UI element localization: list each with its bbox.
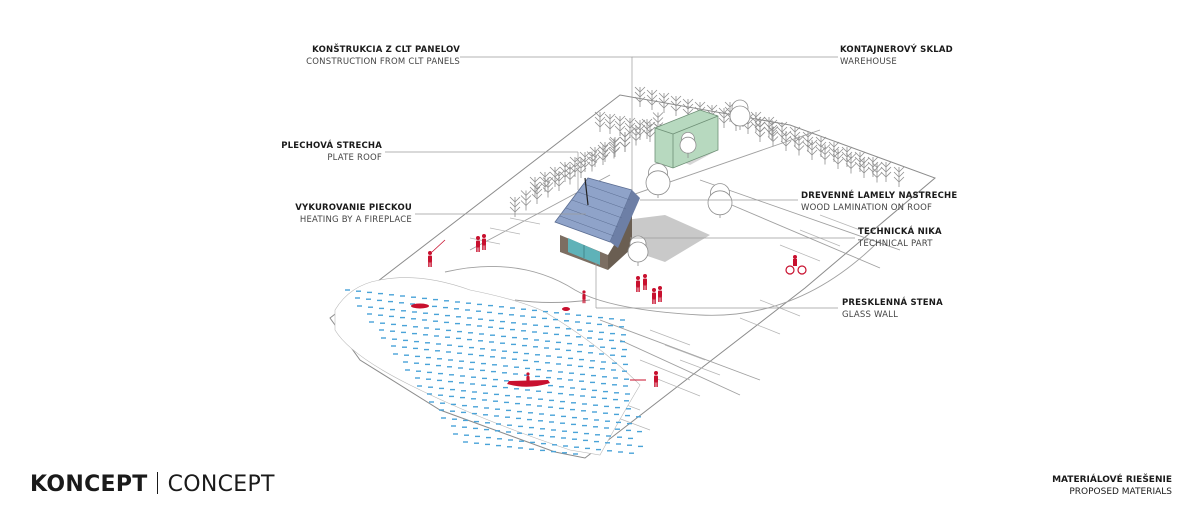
label-glass-en: GLASS WALL	[842, 309, 899, 320]
materials-sk: MATERIÁLOVÉ RIEŠENIE	[1052, 475, 1172, 485]
bare-tree	[614, 115, 626, 136]
bare-tree	[806, 139, 818, 160]
label-warehouse-en: WAREHOUSE	[840, 56, 897, 67]
round-tree	[679, 132, 697, 158]
bare-tree	[599, 141, 611, 162]
bare-tree	[871, 162, 883, 183]
person-figure	[643, 274, 647, 290]
label-fireplace-heating: VYKUROVANIE PIECKOU HEATING BY A FIREPLA…	[230, 203, 412, 226]
bare-tree	[542, 177, 554, 198]
label-lamination-en: WOOD LAMINATION ON ROOF	[801, 202, 933, 213]
title-divider	[156, 472, 158, 494]
person-figure	[582, 290, 586, 304]
label-clt-sk: KONŠTRUKCIA Z CLT PANELOV	[312, 45, 460, 55]
bare-tree	[594, 111, 606, 132]
label-heating-en: HEATING BY A FIREPLACE	[299, 214, 412, 225]
water-ripples	[345, 289, 643, 455]
label-wood-lamination: DREVENNÉ LAMELY NASTRECHE WOOD LAMINATIO…	[801, 191, 981, 214]
cabin	[554, 177, 640, 270]
bare-tree	[579, 151, 591, 172]
bare-tree	[520, 190, 532, 211]
bare-tree	[559, 161, 571, 182]
dog-figure	[562, 307, 570, 311]
label-glass-sk: PRESKLENNÁ STENA	[842, 298, 943, 308]
page-title-light: CONCEPT	[167, 472, 275, 497]
bare-tree	[619, 131, 631, 152]
label-clt-en: CONSTRUCTION FROM CLT PANELS	[306, 56, 460, 67]
round-tree	[729, 99, 751, 130]
bare-tree	[845, 153, 857, 174]
fishing-rod	[431, 239, 446, 253]
bare-tree	[880, 161, 892, 182]
bare-tree	[586, 151, 598, 172]
bare-tree	[589, 146, 601, 167]
label-roof-sk: PLECHOVÁ STRECHA	[281, 141, 382, 151]
person-figure	[652, 288, 656, 304]
cyclist	[785, 255, 807, 275]
field-hatching	[469, 214, 861, 431]
bare-tree	[646, 89, 658, 110]
round-tree	[645, 163, 671, 198]
bare-tree	[624, 117, 636, 138]
person-figure	[636, 276, 640, 292]
label-technical-sk: TECHNICKÁ NIKA	[858, 227, 942, 237]
bare-tree	[634, 119, 646, 140]
bare-tree	[832, 148, 844, 169]
bare-tree	[793, 135, 805, 156]
bare-tree	[858, 157, 870, 178]
bare-tree	[780, 130, 792, 151]
bare-tree	[539, 171, 551, 192]
bare-tree	[569, 156, 581, 177]
bare-tree	[549, 166, 561, 187]
bare-tree	[644, 121, 656, 142]
bare-tree	[841, 146, 853, 167]
people-figures	[411, 234, 807, 387]
bare-tree	[718, 107, 730, 128]
materials-caption: MATERIÁLOVÉ RIEŠENIE PROPOSED MATERIALS	[1052, 474, 1172, 498]
label-plate-roof: PLECHOVÁ STRECHA PLATE ROOF	[230, 141, 382, 164]
lake	[334, 277, 641, 456]
person-figure	[526, 372, 530, 386]
label-glass-wall: PRESKLENNÁ STENA GLASS WALL	[842, 298, 992, 321]
bare-tree	[609, 136, 621, 157]
bare-tree	[529, 176, 541, 197]
round-tree	[707, 183, 733, 218]
swimmer	[411, 303, 429, 309]
label-clt-construction: KONŠTRUKCIA Z CLT PANELOV CONSTRUCTION F…	[290, 45, 460, 68]
round-tree	[627, 235, 649, 266]
materials-en: PROPOSED MATERIALS	[1069, 487, 1172, 497]
bare-tree	[509, 196, 521, 217]
label-lamination-sk: DREVENNÉ LAMELY NASTRECHE	[801, 191, 958, 201]
bare-tree	[634, 86, 646, 107]
label-technical-en: TECHNICAL PART	[858, 238, 933, 249]
label-heating-sk: VYKUROVANIE PIECKOU	[295, 203, 412, 213]
leader-lines	[385, 56, 855, 309]
bare-tree	[658, 92, 670, 113]
person-figure	[658, 286, 662, 302]
bare-tree	[819, 144, 831, 165]
bare-tree	[604, 113, 616, 134]
bare-tree	[754, 121, 766, 142]
bare-tree	[564, 164, 576, 185]
bare-tree	[670, 95, 682, 116]
label-technical-part: TECHNICKÁ NIKA TECHNICAL PART	[858, 227, 1008, 250]
label-warehouse: KONTAJNEROVÝ SKLAD WAREHOUSE	[840, 45, 990, 68]
deciduous-trees	[627, 99, 751, 266]
person-figure	[428, 251, 432, 267]
label-warehouse-sk: KONTAJNEROVÝ SKLAD	[840, 45, 953, 55]
label-roof-en: PLATE ROOF	[327, 152, 382, 163]
person-figure	[654, 371, 658, 387]
bare-tree	[893, 166, 905, 187]
site-paths	[444, 129, 901, 396]
page-title-bold: KONCEPT	[30, 472, 148, 497]
page-title: KONCEPT CONCEPT	[30, 472, 275, 497]
person-figure	[482, 234, 486, 250]
person-figure	[476, 236, 480, 252]
bare-tree	[767, 126, 779, 147]
bare-tree	[682, 98, 694, 119]
